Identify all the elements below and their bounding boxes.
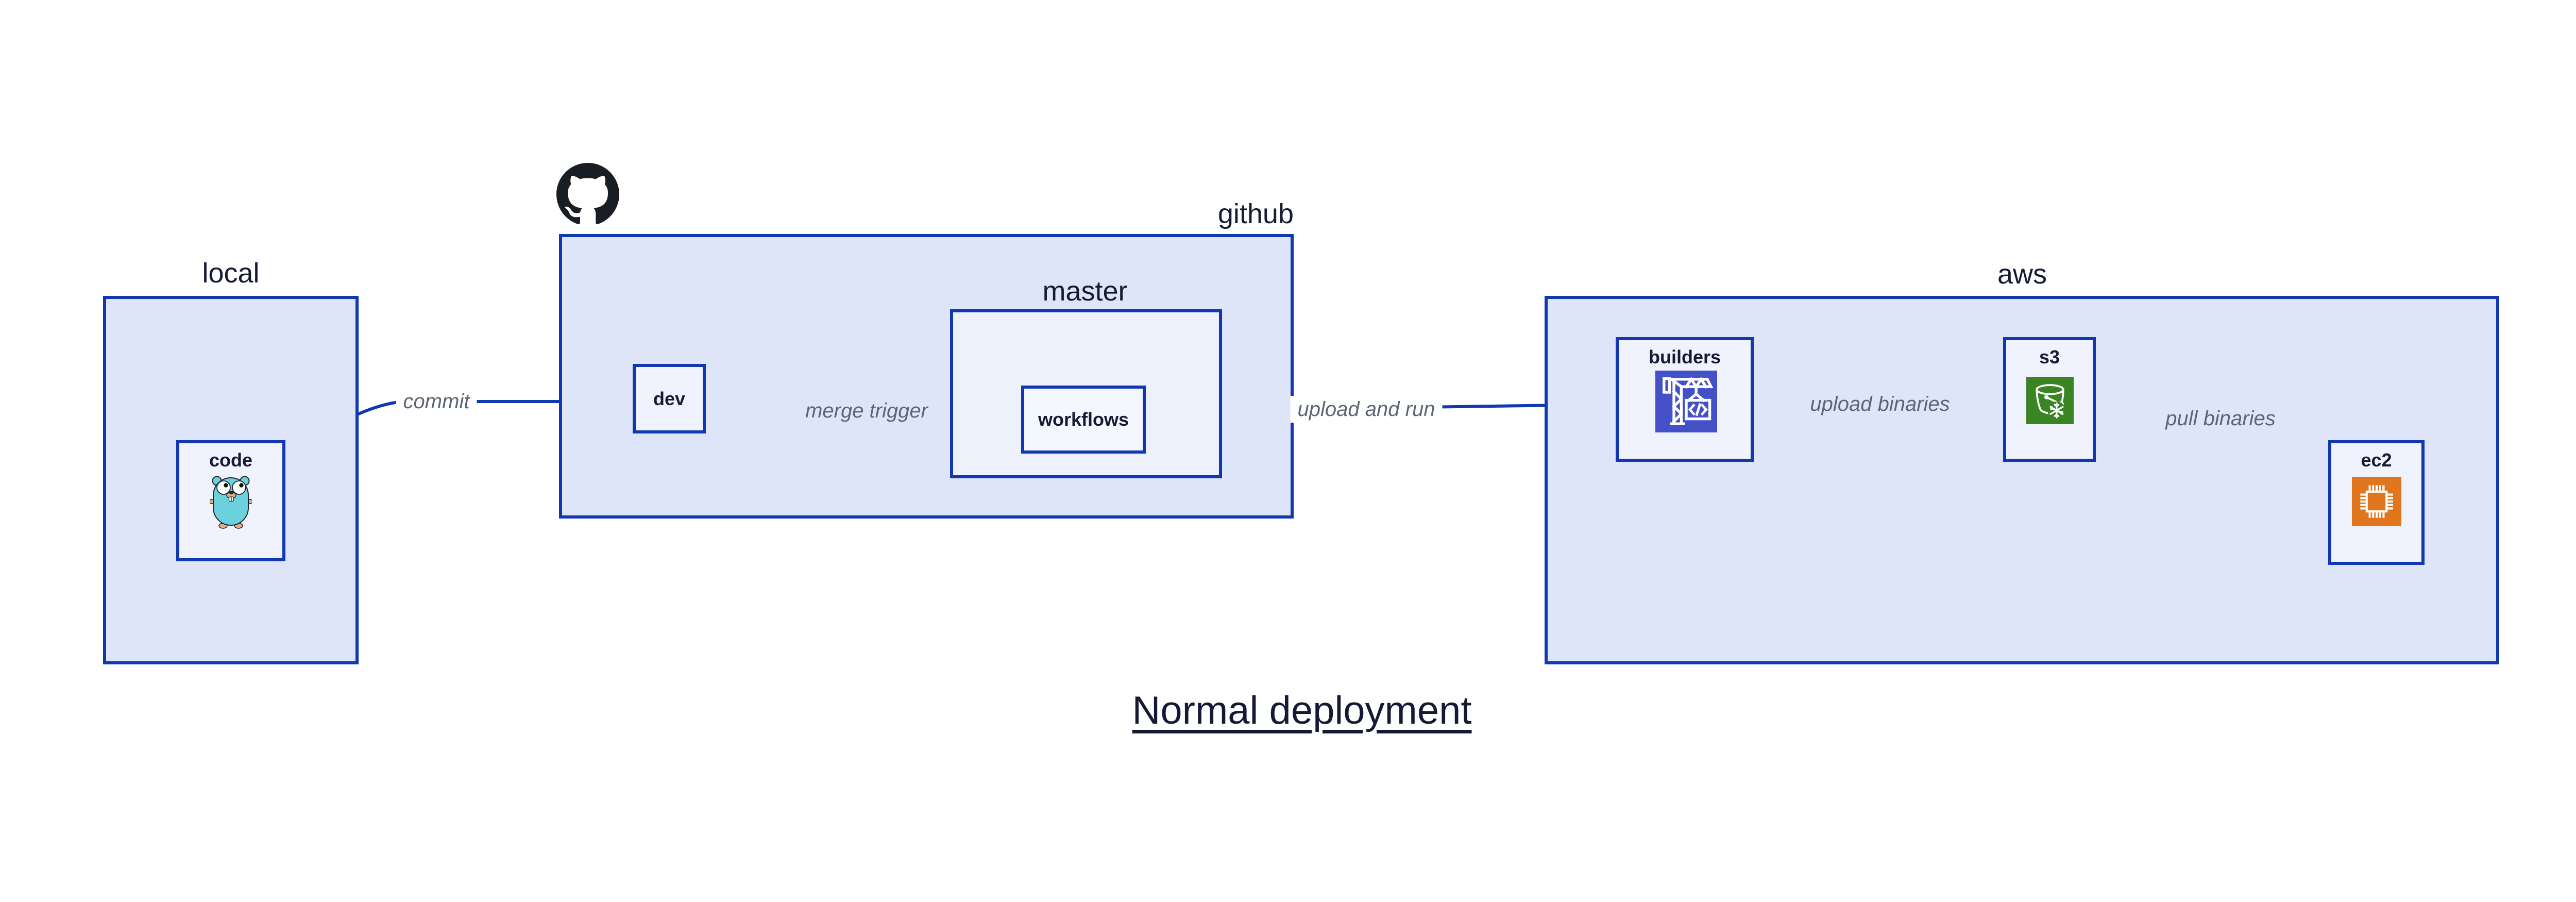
diagram-title: Normal deployment xyxy=(1132,689,1472,732)
node-label-s3: s3 xyxy=(2039,346,2060,368)
node-label-ec2: ec2 xyxy=(2361,449,2392,471)
edge-label-commit: commit xyxy=(396,388,477,415)
node-label-workflows: workflows xyxy=(1038,409,1129,430)
node-label-builders: builders xyxy=(1648,346,1721,368)
edge-label-upload-and-run: upload and run xyxy=(1290,396,1443,423)
aws-ec2-chip-icon xyxy=(2352,477,2401,526)
group-label-github: github xyxy=(1217,198,1294,229)
aws-codebuild-crane-icon xyxy=(1655,371,1717,432)
node-box-dev: dev xyxy=(633,364,706,433)
group-label-local: local xyxy=(202,258,260,289)
node-label-dev: dev xyxy=(653,388,686,409)
github-octocat-logo-icon xyxy=(556,163,619,224)
node-label-code: code xyxy=(209,449,253,471)
group-label-aws: aws xyxy=(1997,259,2047,290)
aws-s3-bucket-snowflake-icon xyxy=(2026,377,2074,424)
group-label-master: master xyxy=(1042,276,1128,307)
edge-label-pull-binaries: pull binaries xyxy=(2158,405,2283,432)
go-gopher-icon xyxy=(210,476,252,529)
edge-label-merge-trigger: merge trigger xyxy=(798,397,935,424)
edge-label-upload-binaries: upload binaries xyxy=(1803,391,1957,417)
node-box-workflows: workflows xyxy=(1021,386,1146,454)
